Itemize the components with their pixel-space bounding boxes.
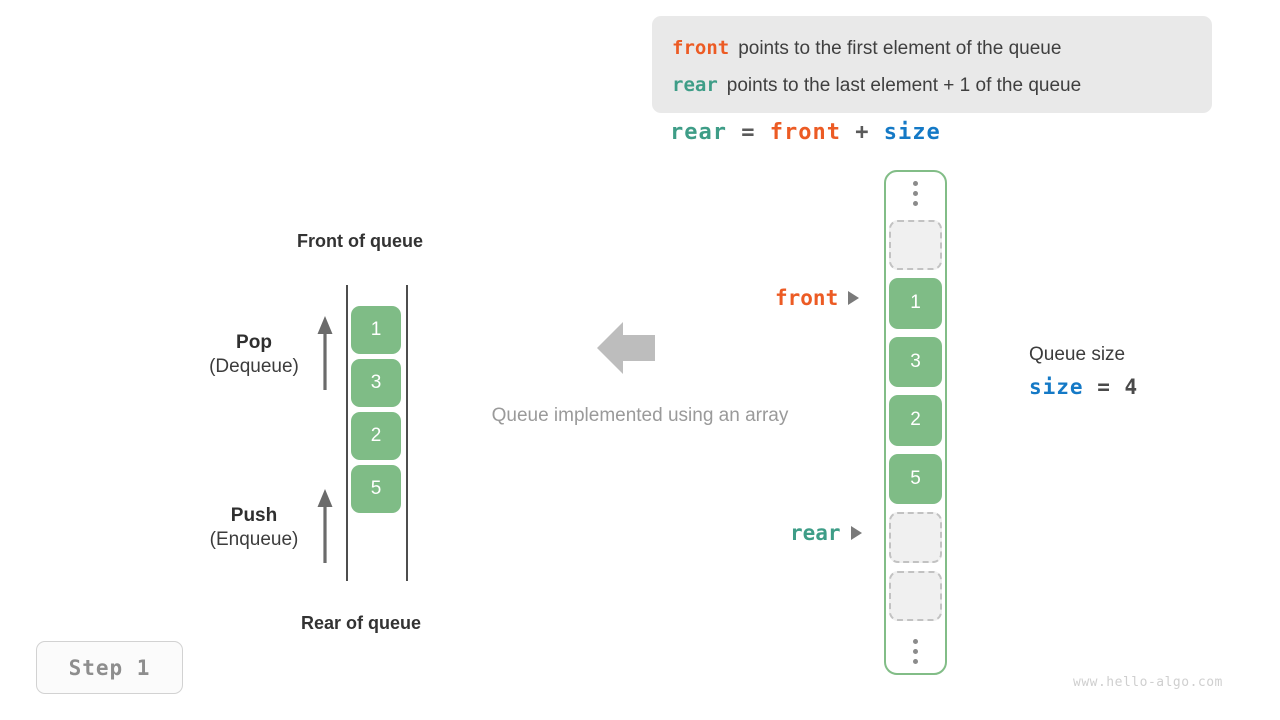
rear-of-queue-label: Rear of queue	[301, 613, 422, 633]
size-variable: size	[1029, 375, 1084, 399]
formula-rear-equals-front-plus-size: rear = front + size	[670, 120, 941, 145]
push-subtitle: (Enqueue)	[209, 529, 299, 550]
queue-rail-left	[346, 285, 348, 581]
array-ellipsis-top-icon	[913, 172, 918, 216]
center-caption: Queue implemented using an array	[491, 405, 789, 426]
array-ellipsis-bottom-icon	[913, 629, 918, 673]
formula-plus: +	[855, 120, 870, 145]
step-badge: Step 1	[36, 641, 183, 694]
size-value: 4	[1124, 375, 1139, 399]
legend-line-front: front points to the first element of the …	[672, 30, 1192, 67]
array-slot-filled: 3	[889, 336, 942, 388]
array-slot-empty	[889, 512, 942, 563]
pop-up-arrow-icon	[317, 316, 333, 390]
queue-cell: 5	[351, 465, 401, 513]
legend-text-rear: points to the last element + 1 of the qu…	[726, 75, 1082, 96]
formula-lhs: rear	[670, 120, 727, 145]
legend-box: front points to the first element of the …	[652, 16, 1212, 113]
watermark: www.hello-algo.com	[1073, 675, 1223, 690]
left-queue-cells: 1 3 2 5	[351, 306, 401, 518]
front-of-queue-label: Front of queue	[297, 231, 423, 251]
keyword-front: front	[672, 37, 730, 59]
pop-title: Pop	[236, 332, 272, 353]
array-slot-filled: 1	[889, 278, 942, 329]
rear-pointer-arrow-icon	[850, 526, 862, 540]
left-arrow-icon	[597, 322, 655, 374]
formula-rhs-front: front	[769, 120, 841, 145]
push-up-arrow-icon	[317, 489, 333, 563]
formula-rhs-size: size	[883, 120, 941, 145]
pop-label-group: Pop (Dequeue)	[196, 332, 312, 378]
keyword-rear: rear	[672, 74, 718, 96]
queue-cell: 3	[351, 359, 401, 407]
queue-rail-right	[406, 285, 408, 581]
push-label-group: Push (Enqueue)	[196, 505, 312, 551]
front-pointer-label: front	[775, 286, 839, 310]
front-pointer-arrow-icon	[848, 291, 860, 305]
array-slot-empty	[889, 219, 942, 271]
array-slot-empty	[889, 570, 942, 622]
formula-equals: =	[741, 120, 756, 145]
pop-subtitle: (Dequeue)	[209, 356, 299, 377]
queue-size-expression: size = 4	[1029, 375, 1138, 399]
legend-text-front: points to the first element of the queue	[738, 38, 1062, 59]
legend-line-rear: rear points to the last element + 1 of th…	[672, 67, 1192, 104]
rear-pointer-label: rear	[790, 521, 841, 545]
array-container: 1 3 2 5	[884, 170, 947, 675]
array-slot-filled: 5	[889, 453, 942, 505]
queue-cell: 1	[351, 306, 401, 354]
queue-cell: 2	[351, 412, 401, 460]
size-equals: =	[1097, 375, 1111, 399]
queue-size-block: Queue size size = 4	[1029, 344, 1138, 399]
push-title: Push	[230, 505, 278, 526]
queue-size-title: Queue size	[1029, 344, 1126, 365]
rear-pointer: rear	[790, 521, 862, 545]
front-pointer: front	[775, 286, 860, 310]
array-slot-filled: 2	[889, 395, 942, 446]
